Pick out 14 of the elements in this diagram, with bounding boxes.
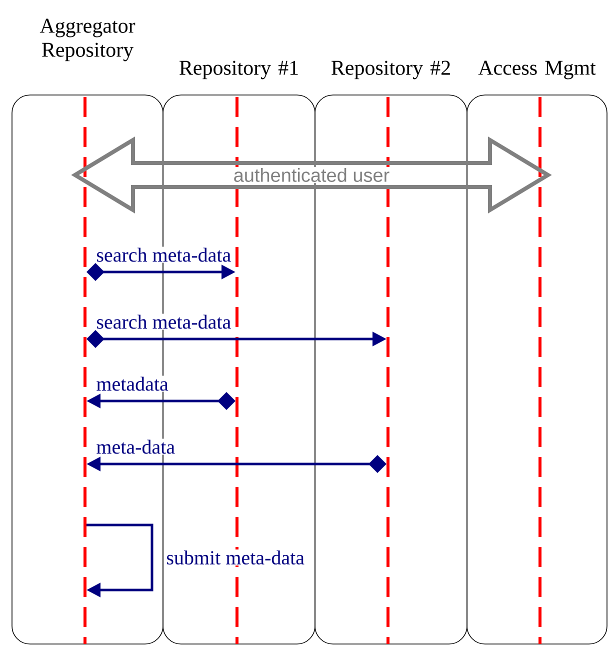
self-arrow [86, 524, 154, 598]
edge-label: search meta-data [95, 246, 232, 263]
node-label: Repository #2 [332, 60, 450, 80]
node-label: Repository #1 [180, 60, 298, 80]
edge-label: metadata [95, 376, 170, 392]
lifeline [84, 97, 86, 644]
edge-label: meta-data [95, 438, 176, 455]
node-label: Access Mgmt [478, 60, 596, 80]
node-label: Aggregator Repository [40, 18, 136, 62]
edge-label: authenticated user [232, 167, 391, 183]
swimlane: Access Mgmt [466, 60, 608, 644]
edge-label: search meta-data [95, 314, 232, 330]
edge-label: submit meta-data [165, 549, 306, 566]
lifeline [538, 97, 542, 644]
